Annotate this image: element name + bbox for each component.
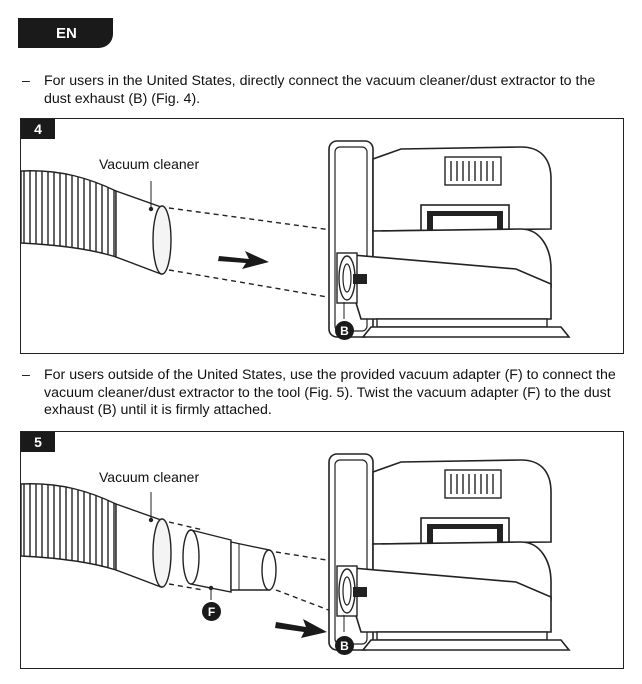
figure-number: 4	[21, 119, 55, 139]
vacuum-adapter-badge: F	[202, 602, 221, 621]
vacuum-hose	[21, 170, 172, 276]
list-dash: –	[22, 73, 30, 89]
figure-5: 5	[20, 431, 624, 669]
vacuum-adapter	[182, 529, 277, 593]
figure-number: 5	[21, 432, 55, 452]
instruction-step-1: – For users in the United States, direct…	[22, 73, 619, 108]
vacuum-hose	[21, 483, 172, 589]
direction-arrow-icon	[275, 619, 327, 638]
dust-exhaust-badge: B	[335, 636, 354, 655]
sander-tool	[328, 140, 571, 338]
instruction-step-2: – For users outside of the United States…	[22, 367, 619, 420]
vacuum-cleaner-label: Vacuum cleaner	[99, 156, 200, 172]
list-dash: –	[22, 367, 30, 383]
direction-arrow-icon	[218, 251, 269, 269]
figure-4: 4	[20, 118, 624, 354]
vacuum-cleaner-label: Vacuum cleaner	[99, 469, 200, 485]
figure-5-illustration	[21, 453, 571, 651]
instruction-text: For users in the United States, directly…	[44, 73, 596, 107]
dust-exhaust-badge: B	[335, 321, 354, 340]
sander-tool	[328, 453, 571, 651]
language-tab: EN	[18, 18, 113, 48]
figure-4-illustration	[21, 140, 571, 338]
instruction-text: For users outside of the United States, …	[44, 367, 616, 418]
